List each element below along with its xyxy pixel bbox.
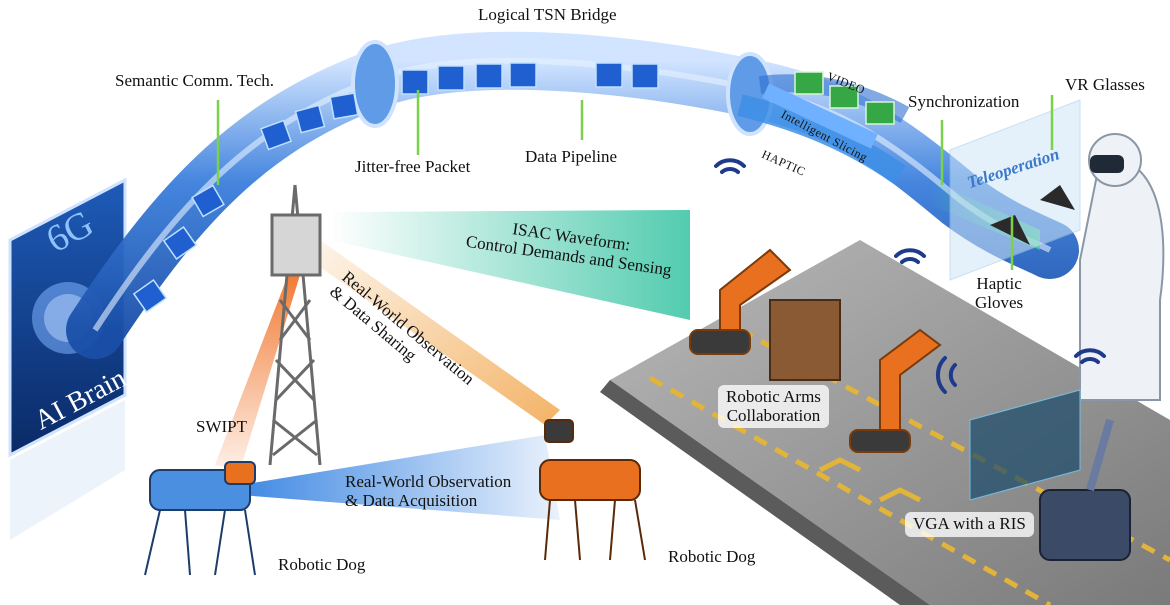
tsn-bridge-label: Logical TSN Bridge — [478, 5, 617, 24]
gloves-label: Haptic Gloves — [975, 274, 1024, 312]
teleoperator — [949, 99, 1165, 401]
rwo-acq-line-2: & Data Acquisition — [345, 490, 478, 510]
arms-label: Robotic Arms Collaboration — [718, 385, 829, 429]
acquisition-beam — [240, 435, 560, 520]
jitter-label: Jitter-free Packet — [355, 157, 471, 176]
video-packets — [794, 71, 895, 125]
dog-right-label: Robotic Dog — [668, 547, 756, 566]
vga-label: VGA with a RIS — [905, 512, 1034, 537]
swipt-label: SWIPT — [196, 417, 247, 436]
robotic-dog-left — [144, 461, 256, 576]
packets — [132, 62, 659, 313]
vr-label: VR Glasses — [1065, 75, 1145, 94]
leader-lines — [216, 90, 1054, 270]
semantic-label: Semantic Comm. Tech. — [115, 71, 275, 90]
robotic-arms — [689, 248, 942, 453]
rwo-acq-label: Real-World Observation & Data Acquisitio… — [345, 472, 512, 510]
gloves-line-2: Gloves — [975, 292, 1024, 312]
wifi-icons — [714, 158, 1106, 394]
cell-tower — [268, 184, 322, 466]
isac-beam — [330, 210, 690, 320]
arms-line-2: Collaboration — [726, 405, 821, 425]
swipt-beam — [215, 270, 300, 470]
vga-vehicle — [969, 389, 1131, 561]
robotic-dog-right — [539, 419, 646, 561]
haptic-slice — [762, 83, 878, 149]
gloves-line-1: Haptic — [976, 274, 1022, 293]
rwo-acq-line-1: Real-World Observation — [345, 472, 512, 491]
pipeline-label: Data Pipeline — [525, 147, 618, 166]
arms-line-1: Robotic Arms — [726, 387, 821, 406]
sync-label: Synchronization — [908, 92, 1020, 111]
dog-left-label: Robotic Dog — [278, 555, 366, 574]
ai-brain-card — [8, 177, 127, 540]
observation-share-beam — [310, 240, 560, 425]
